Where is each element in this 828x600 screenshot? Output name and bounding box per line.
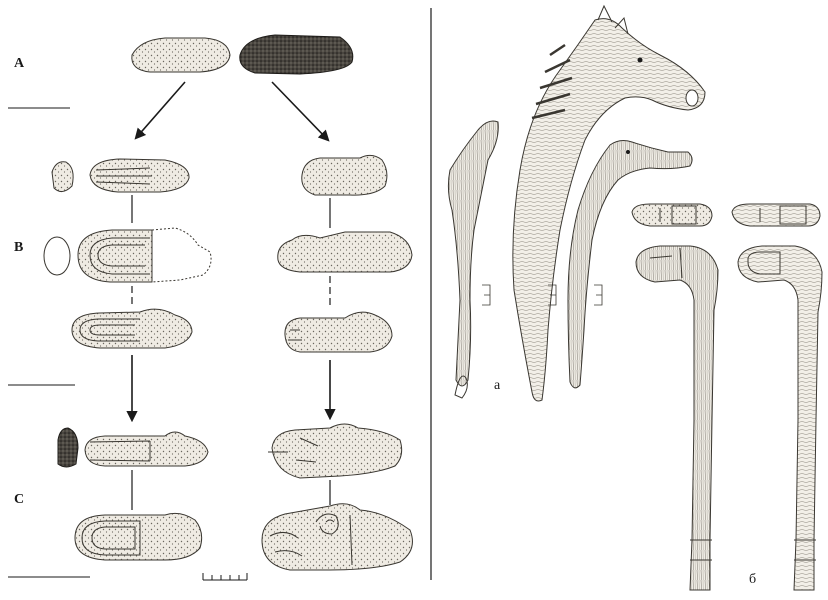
thin-staff xyxy=(448,121,498,398)
end-section xyxy=(58,428,78,467)
small-head-top-view-2 xyxy=(732,204,820,226)
right-panel xyxy=(448,6,822,590)
measure-tick-3 xyxy=(594,285,602,305)
arrow-right-down xyxy=(272,82,328,140)
carved-head-r1 xyxy=(268,424,402,478)
part-label-b: б xyxy=(749,572,756,588)
grooved-piece-2 xyxy=(78,228,211,282)
grooved-piece-1 xyxy=(90,159,189,192)
arrow-left-down xyxy=(136,82,185,138)
carved-piece-2 xyxy=(75,513,202,560)
stone-piece-r2 xyxy=(278,232,412,272)
small-head-top-view-1 xyxy=(632,204,712,226)
row-label-b: B xyxy=(14,240,23,256)
stone-blank-dark xyxy=(240,35,353,74)
oval-section xyxy=(44,237,70,275)
scale-bar xyxy=(203,573,247,580)
carved-piece-1 xyxy=(85,432,208,466)
left-panel xyxy=(8,35,412,580)
stone-piece-r1 xyxy=(302,155,387,195)
stone-piece-r3 xyxy=(285,312,392,352)
part-label-a: а xyxy=(494,378,500,394)
carved-head-r2 xyxy=(262,504,412,570)
row-label-a: A xyxy=(14,56,24,72)
tall-hooked-staff-2 xyxy=(738,246,822,590)
small-flake xyxy=(52,162,73,192)
row-label-c: C xyxy=(14,492,24,508)
stone-blank-light xyxy=(132,38,230,72)
grooved-piece-3 xyxy=(72,309,192,348)
tall-hooked-staff-1 xyxy=(636,246,718,590)
measure-tick-1 xyxy=(482,285,490,305)
